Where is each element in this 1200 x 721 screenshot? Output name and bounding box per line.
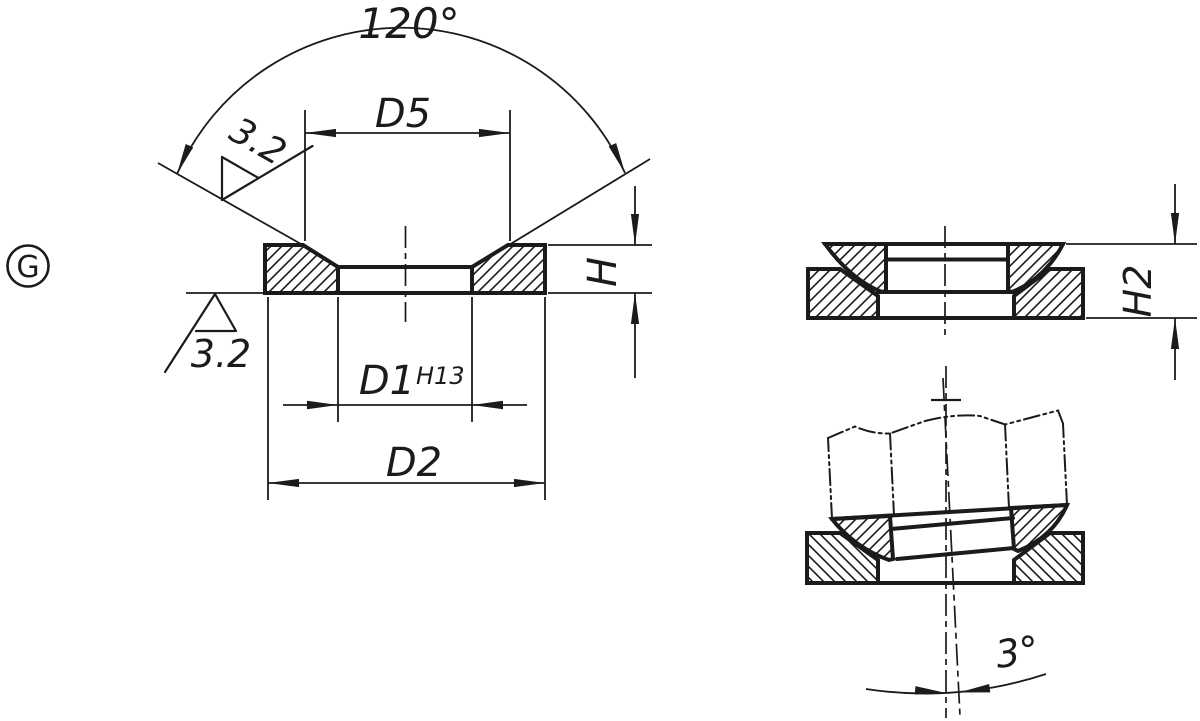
arrowhead xyxy=(307,400,338,410)
tilted-axis-line xyxy=(942,377,961,717)
dimension-d5: D5 xyxy=(304,91,511,241)
roughness-icon xyxy=(163,292,238,374)
section-left-half xyxy=(263,243,340,295)
d1-dimension-label: D1 xyxy=(359,358,415,404)
dimension-h2: H2 xyxy=(1066,184,1197,380)
view-circle xyxy=(6,244,50,288)
bore-far-edge xyxy=(889,516,1015,531)
upper-washer-section xyxy=(821,242,1067,295)
d1-tolerance-label: H13 xyxy=(416,362,465,390)
front-section-view: G 120° D5 xyxy=(6,0,652,500)
cone-angle-label: 120° xyxy=(358,0,459,48)
section-left-half xyxy=(806,267,880,320)
tilt-angle-label: 3° xyxy=(993,627,1042,677)
assembly-section-view: H2 xyxy=(806,184,1197,380)
nut-top-profile xyxy=(827,409,1064,439)
section-left-half xyxy=(828,513,896,563)
cone-flank-left xyxy=(157,162,309,249)
dimension-tilt-angle: 3° xyxy=(865,627,1047,695)
section-right-half xyxy=(470,243,547,295)
section-right-half xyxy=(1008,502,1071,554)
dimension-h: H xyxy=(548,186,652,378)
washer-section xyxy=(263,243,547,295)
d5-dimension-label: D5 xyxy=(375,91,431,137)
seat-washer-section xyxy=(806,267,1085,320)
angle-arc xyxy=(176,26,626,175)
hex-nut-phantom xyxy=(827,409,1068,520)
arrowhead xyxy=(914,686,946,695)
tilted-upper-washer-section xyxy=(828,502,1071,563)
tilted-nut-view: 3° xyxy=(805,366,1085,718)
nut-left-edge xyxy=(827,437,833,520)
angle-arc xyxy=(865,673,1047,695)
seat-far-edge xyxy=(895,546,1016,561)
section-left-half xyxy=(805,531,880,585)
roughness-icon xyxy=(220,144,314,202)
h2-dimension-label: H2 xyxy=(1116,265,1160,318)
top-edge xyxy=(830,503,1069,521)
surface-roughness-bottom: 3.2 xyxy=(191,332,251,376)
view-g-label: G xyxy=(16,250,39,285)
nut-right-edge xyxy=(1062,423,1068,506)
d2-dimension-label: D2 xyxy=(386,440,442,486)
nut-facet-edge xyxy=(1004,423,1010,509)
arrowhead xyxy=(472,400,503,410)
roughness-symbol-bottom: 3.2 xyxy=(163,292,263,376)
view-identifier: G xyxy=(6,244,50,288)
dimension-cone-angle: 120° xyxy=(176,0,626,175)
arrowhead xyxy=(959,684,991,693)
section-right-half xyxy=(1006,242,1067,295)
dimension-d1: D1 H13 xyxy=(283,297,527,422)
section-left-half xyxy=(821,242,888,295)
nut-facet-edge xyxy=(889,432,895,517)
height-dimension-label: H xyxy=(580,257,626,287)
seat-washer-section xyxy=(805,531,1085,585)
roughness-symbol-cone: 3.2 xyxy=(220,110,314,202)
cone-flank-right xyxy=(503,158,651,249)
dimension-d2: D2 xyxy=(267,297,546,500)
